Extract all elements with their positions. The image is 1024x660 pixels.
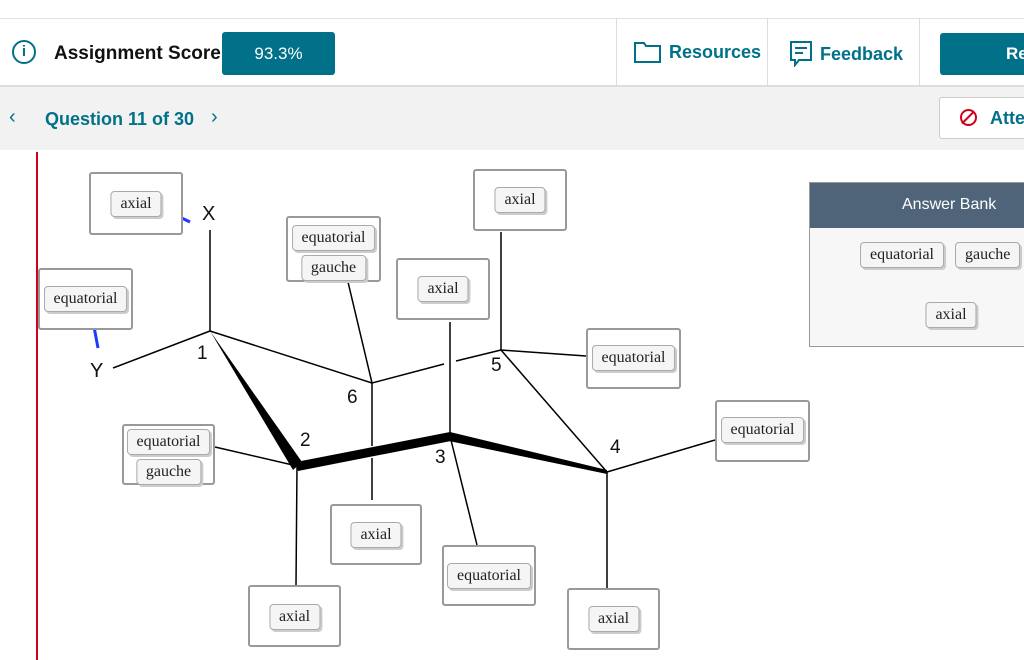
bond-c6-c1	[209, 330, 373, 384]
equatorial-c5	[500, 349, 587, 357]
drop-zone[interactable]: axial	[567, 588, 660, 650]
next-question-chevron-icon[interactable]: ›	[211, 106, 218, 128]
question-nav: ‹ Question 11 of 30 › Atte	[0, 87, 1024, 150]
drop-zone[interactable]: axial	[89, 172, 183, 235]
drop-zone[interactable]: axial	[396, 258, 490, 320]
divider	[919, 19, 920, 86]
drop-zone[interactable]: axial	[248, 585, 341, 647]
answer-chip[interactable]: equatorial	[291, 225, 376, 251]
carbon-2-label: 2	[300, 430, 311, 451]
wedge-bond-c3-c4	[449, 432, 607, 474]
carbon-6-label: 6	[347, 387, 358, 408]
answer-chip[interactable]: equatorial	[43, 286, 128, 312]
drop-zone[interactable]: equatorial gauche	[286, 216, 381, 282]
equatorial-c2	[214, 446, 298, 467]
answer-chip[interactable]: equatorial	[591, 345, 676, 371]
answer-chip[interactable]: axial	[110, 191, 162, 217]
carbon-1-label: 1	[197, 343, 208, 364]
answer-bank: Answer Bank equatorial gauche axial	[809, 182, 1024, 347]
feedback-label: Feedback	[820, 43, 904, 64]
previous-question-chevron-icon[interactable]: ‹	[9, 106, 16, 128]
answer-chip[interactable]: axial	[587, 606, 640, 632]
answer-chip[interactable]: equatorial	[447, 563, 531, 589]
answer-chip[interactable]: axial	[268, 604, 321, 630]
carbon-3-label: 3	[435, 447, 446, 468]
attempt-label: Atte	[990, 108, 1024, 128]
bond-c6-c5a	[371, 363, 445, 384]
feedback-icon	[790, 41, 812, 67]
feedback-button[interactable]: Feedback	[790, 41, 903, 67]
wedge-bond-c1-c2	[210, 331, 302, 470]
equatorial-c1	[112, 330, 211, 369]
drop-zone[interactable]: equatorial	[442, 545, 536, 606]
axial-c2	[295, 465, 298, 586]
answer-chip[interactable]: axial	[494, 187, 546, 213]
answer-chip[interactable]: gauche	[300, 255, 367, 281]
atom-x-label: X	[202, 203, 216, 225]
answer-chip[interactable]: equatorial	[720, 417, 805, 443]
drop-zone[interactable]: equatorial gauche	[122, 424, 215, 485]
resources-button[interactable]: Resources	[634, 41, 761, 63]
bond-c5-c4	[500, 349, 608, 473]
equatorial-c3	[449, 435, 478, 546]
equatorial-c4	[606, 439, 716, 473]
equatorial-c6	[347, 281, 373, 384]
answer-chip[interactable]: gauche	[135, 459, 202, 485]
divider	[616, 19, 617, 86]
bank-chip-equatorial[interactable]: equatorial	[860, 242, 944, 268]
left-marker-line	[36, 152, 38, 660]
answer-bank-title: Answer Bank	[810, 183, 1024, 228]
drop-zone[interactable]: axial	[330, 504, 422, 565]
attempt-button[interactable]: Atte	[939, 97, 1024, 139]
folder-icon	[634, 42, 661, 63]
bond-c6-c5b	[455, 349, 502, 362]
drop-zone[interactable]: equatorial	[715, 400, 810, 462]
answer-chip[interactable]: axial	[417, 276, 469, 302]
divider	[767, 19, 768, 86]
prohibited-icon	[960, 109, 977, 126]
resources-label: Resources	[669, 41, 762, 62]
drop-zone[interactable]: axial	[473, 169, 567, 231]
top-bar: i Assignment Score: 93.3% Resources Feed…	[0, 18, 1024, 87]
assignment-score-label: Assignment Score:	[54, 43, 228, 64]
drop-zone[interactable]: equatorial	[38, 268, 133, 330]
carbon-4-label: 4	[610, 437, 621, 458]
bank-chip-axial[interactable]: axial	[925, 302, 977, 328]
bank-chip-gauche[interactable]: gauche	[955, 242, 1021, 268]
answer-chip[interactable]: equatorial	[126, 429, 211, 455]
answer-chip[interactable]: axial	[350, 522, 402, 548]
question-indicator[interactable]: Question 11 of 30	[45, 109, 195, 129]
atom-y-label: Y	[90, 360, 104, 382]
info-icon[interactable]: i	[12, 40, 36, 64]
score-badge: 93.3%	[222, 32, 335, 75]
drop-zone[interactable]: equatorial	[586, 328, 681, 389]
carbon-5-label: 5	[491, 355, 502, 376]
bold-bond-c2-c3	[296, 432, 451, 471]
primary-button[interactable]: Re	[940, 33, 1024, 75]
